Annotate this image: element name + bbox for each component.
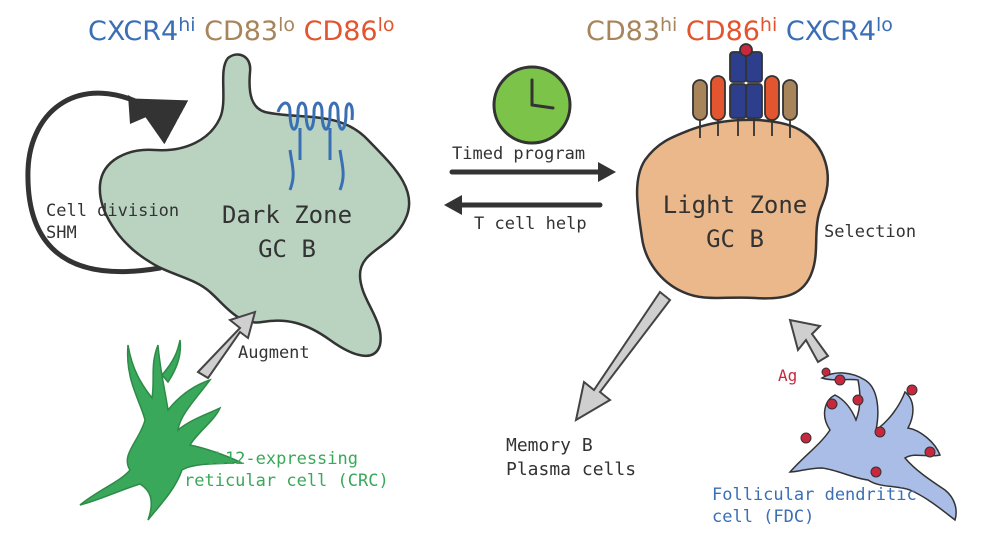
dark-zone-markers: CXCR4hi CD83lo CD86lo [88, 14, 395, 47]
light-zone-markers: CD83hi CD86hi CXCR4lo [586, 14, 893, 47]
cxcr4-marker: CXCR4 [785, 16, 877, 47]
cell-division-loop-arrow [25, 90, 189, 275]
cxcr4-level: lo [876, 14, 893, 36]
loop-arrowhead [128, 95, 158, 124]
antigen-dots-icon [800, 367, 936, 478]
light-zone-title-line1: Light Zone [662, 191, 808, 219]
t-cell-help-label: T cell help [474, 214, 587, 234]
clock-icon [492, 65, 572, 145]
output-arrow [574, 290, 672, 423]
cd86-marker: CD86 [303, 16, 378, 47]
augment-label: Augment [238, 343, 310, 363]
output-label: Memory B Plasma cells [506, 434, 636, 482]
cell-division-text: Cell division [46, 201, 180, 221]
cd83-level: lo [278, 14, 296, 36]
light-zone-title-line2: GC B [706, 225, 764, 253]
cd83-marker: CD83 [204, 16, 279, 47]
plasma-cells-text: Plasma cells [506, 459, 637, 480]
cxcr4-receptor-icon [276, 101, 354, 191]
cd86-level: lo [377, 14, 395, 36]
fdc-label-line1: Follicular dendritic [712, 485, 917, 505]
fdc-label: Follicular dendritic cell (FDC) [712, 484, 917, 528]
crc-cell [79, 339, 243, 521]
cd83-marker: CD83 [586, 16, 660, 47]
cxcr4-level: hi [178, 14, 196, 36]
light-zone-title: Light Zone GC B [650, 188, 820, 256]
shm-text: SHM [46, 223, 77, 243]
cd86-marker: CD86 [685, 16, 760, 47]
selection-label: Selection [824, 222, 917, 242]
memory-b-text: Memory B [506, 435, 593, 456]
dark-zone-title: Dark Zone GC B [212, 198, 362, 266]
cd86-level: hi [759, 14, 778, 36]
antigen-label: Ag [778, 366, 798, 385]
timed-program-label: Timed program [452, 144, 586, 164]
light-zone-receptors-icon [692, 43, 798, 138]
fdc-input-arrow [788, 318, 830, 364]
cxcr4-marker: CXCR4 [88, 16, 179, 47]
fdc-label-line2: cell (FDC) [712, 507, 815, 527]
cd83-level: hi [660, 14, 678, 36]
dark-zone-title-line2: GC B [258, 235, 316, 263]
crc-label-line1: CXCL12-expressing [184, 449, 358, 469]
fdc-cell [788, 372, 957, 522]
augment-arrow [196, 310, 257, 380]
crc-label-line2: reticular cell (CRC) [184, 471, 389, 491]
light-zone-cell [635, 118, 829, 300]
crc-label: CXCL12-expressing reticular cell (CRC) [184, 448, 389, 492]
cell-division-label: Cell division SHM [46, 200, 179, 244]
dark-zone-title-line1: Dark Zone [221, 201, 353, 229]
